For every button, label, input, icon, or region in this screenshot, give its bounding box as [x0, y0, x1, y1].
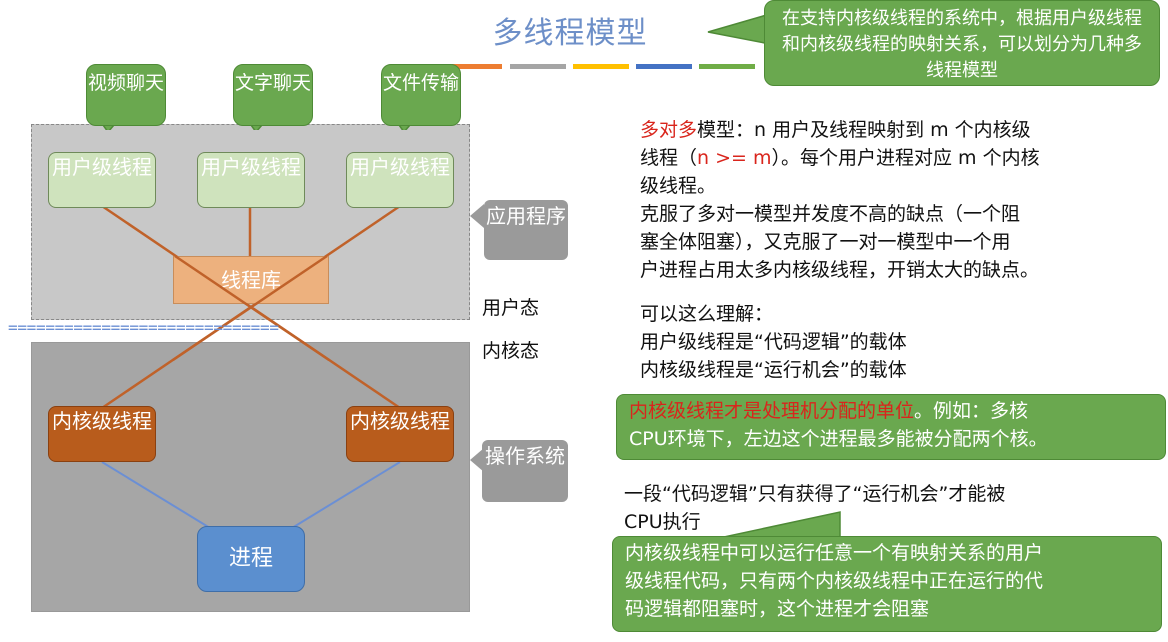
app-bubble-video-chat: 视频聊天 [86, 64, 166, 126]
segment-line-2: CPU执行 [624, 511, 701, 533]
kernel-thread-2: 内核级线程 [346, 406, 454, 462]
user-thread-1: 用户级线程 [48, 152, 156, 208]
mapping-lines-overlay [172, 254, 330, 362]
kernel-thread-1: 内核级线程 [48, 406, 156, 462]
desc-line-5: 塞全体阻塞），又克服了一对一模型中一个用 [640, 231, 1011, 253]
model-name: 多对多 [640, 119, 698, 141]
top-callout: 在支持内核级线程的系统中，根据用户级线程和内核级线程的映射关系，可以划分为几种多… [764, 0, 1160, 86]
user-thread-3: 用户级线程 [346, 152, 454, 208]
understand-line-1: 可以这么理解： [640, 303, 774, 325]
kernel-thread-unit-note: 内核级线程才是处理机分配的单位。例如：多核 CPU环境下，左边这个进程最多能被分… [616, 394, 1166, 460]
desc-line-3: 级线程。 [640, 175, 717, 197]
mode-divider: ============================= [8, 318, 279, 337]
tag-pointer-os [470, 448, 484, 472]
title-underline-gray [510, 64, 566, 69]
desc-line-2-post: ）。每个用户进程对应 m 个内核 [771, 147, 1040, 169]
tag-os: 操作系统 [482, 440, 568, 502]
thread-library: 线程库 [173, 256, 329, 304]
segment-block: 一段“代码逻辑”只有获得了“运行机会”才能被 CPU执行 [624, 480, 1154, 536]
blocking-line-3: 码逻辑都阻塞时，这个进程才会阻塞 [625, 598, 930, 620]
segment-line-1: 一段“代码逻辑”只有获得了“运行机会”才能被 [624, 483, 1006, 505]
user-mode-label: 用户态 [482, 297, 540, 319]
blocking-line-1: 内核级线程中可以运行任意一个有映射关系的用户 [625, 542, 1044, 564]
page-title: 多线程模型 [492, 16, 648, 51]
tag-pointer-app [470, 204, 484, 228]
note-line-2: CPU环境下，左边这个进程最多能被分配两个核。 [629, 428, 1048, 450]
desc-line-2-pre: 线程（ [640, 147, 698, 169]
note-red-text: 内核级线程才是处理机分配的单位 [629, 400, 915, 422]
kernel-mode-label: 内核态 [482, 340, 540, 362]
user-thread-2: 用户级线程 [197, 152, 305, 208]
understand-line-3: 内核级线程是“运行机会”的载体 [640, 359, 907, 381]
understand-line-2: 用户级线程是“代码逻辑”的载体 [640, 331, 907, 353]
tag-application: 应用程序 [484, 200, 568, 260]
understanding-block: 可以这么理解： 用户级线程是“代码逻辑”的载体 内核级线程是“运行机会”的载体 [640, 300, 1160, 384]
blocking-note: 内核级线程中可以运行任意一个有映射关系的用户 级线程代码，只有两个内核级线程中正… [612, 536, 1162, 632]
desc-line-1-text: 模型：n 用户及线程映射到 m 个内核级 [697, 119, 1031, 141]
app-bubble-file-transfer: 文件传输 [381, 64, 461, 126]
desc-line-1: 多对多模型：n 用户及线程映射到 m 个内核级 [640, 116, 1160, 144]
title-underline-green [699, 64, 755, 69]
process-box: 进程 [197, 526, 305, 592]
desc-line-4: 克服了多对一模型并发度不高的缺点（一个阻 [640, 203, 1021, 225]
desc-line-6: 户进程占用太多内核级线程，开销太大的缺点。 [640, 259, 1040, 281]
app-bubble-text-chat: 文字聊天 [233, 64, 313, 126]
description-block: 多对多模型：n 用户及线程映射到 m 个内核级 线程（n >= m）。每个用户进… [640, 116, 1160, 284]
note-line-1-rest: 。例如：多核 [914, 400, 1029, 422]
title-underline-blue-2 [636, 64, 692, 69]
blocking-line-2: 级线程代码，只有两个内核级线程中正在运行的代 [625, 570, 1044, 592]
desc-line-2-red: n >= m [697, 147, 772, 169]
desc-line-2: 线程（n >= m）。每个用户进程对应 m 个内核 [640, 144, 1160, 172]
title-underline-orange [452, 64, 502, 69]
title-underline-yellow [573, 64, 629, 69]
note-line-1: 内核级线程才是处理机分配的单位。例如：多核 [629, 397, 1155, 425]
